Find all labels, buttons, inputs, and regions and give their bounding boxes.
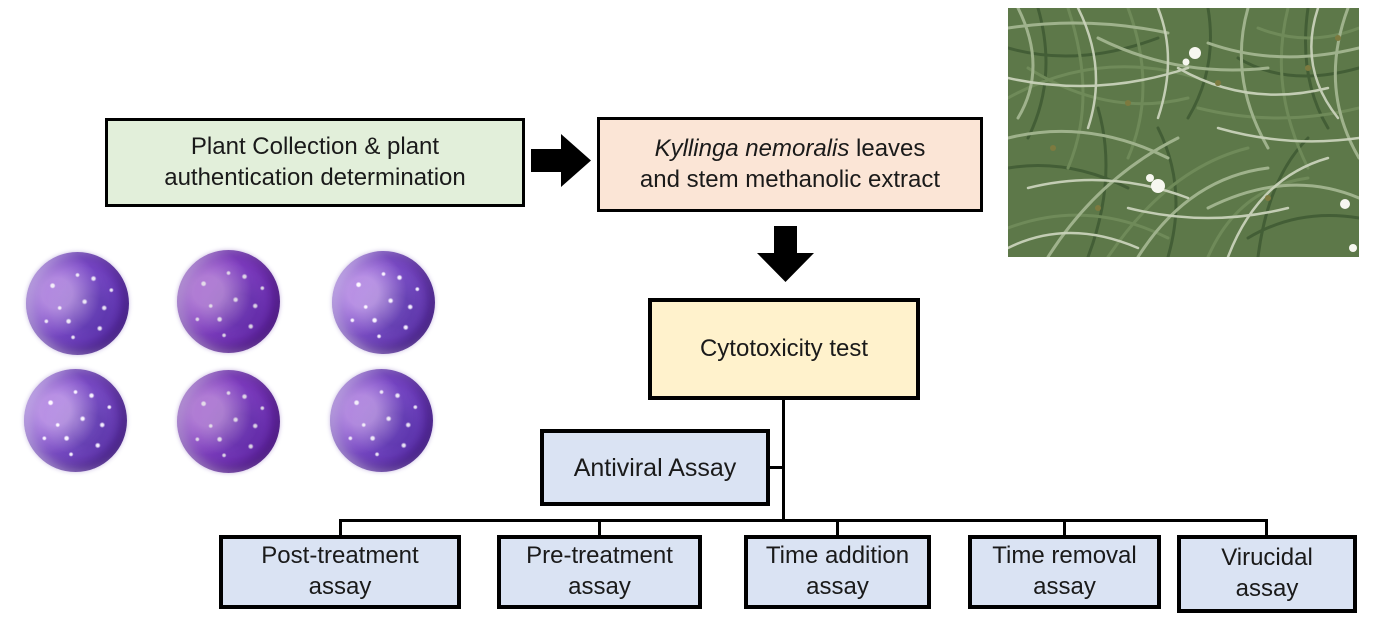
box-text-line: authentication determination xyxy=(164,163,466,191)
box-text-line: Cytotoxicity test xyxy=(699,334,869,362)
plant-photo xyxy=(1006,6,1361,259)
box-text-line: Kyllinga nemoralis leaves xyxy=(655,134,926,165)
stained-well xyxy=(177,370,280,473)
connector-stub xyxy=(1063,519,1066,535)
arrow-right-icon xyxy=(531,134,591,187)
flow-box-cytotoxicity: Cytotoxicity test xyxy=(648,298,920,400)
box-text-line: assay xyxy=(308,573,372,600)
flow-box-post-treatment: Post-treatment assay xyxy=(219,535,461,609)
flow-box-plant-collection: Plant Collection & plant authentication … xyxy=(105,118,525,207)
box-text-line: assay xyxy=(1033,573,1096,600)
connector-antiviral-stub xyxy=(769,466,784,469)
flow-box-virucidal: Virucidal assay xyxy=(1177,535,1357,613)
arrow-down-icon xyxy=(757,226,814,282)
box-text-line: assay xyxy=(1235,575,1299,602)
connector-stub xyxy=(836,519,839,535)
stained-well xyxy=(330,369,433,472)
flow-box-antiviral: Antiviral Assay xyxy=(540,429,770,506)
box-text-line: Post-treatment xyxy=(261,542,419,570)
connector-stub xyxy=(1265,519,1268,535)
box-text-line: Pre-treatment xyxy=(526,542,673,570)
box-text-line: assay xyxy=(806,573,869,600)
box-text-line: Time removal xyxy=(992,542,1137,570)
connector-vertical-main xyxy=(782,400,785,522)
stained-well xyxy=(24,369,127,472)
species-name: Kyllinga nemoralis xyxy=(654,134,850,162)
box-text-line: Virucidal xyxy=(1221,544,1313,572)
box-text-line: Time addition xyxy=(765,542,910,570)
stained-wells-photo xyxy=(0,0,470,500)
stained-well xyxy=(177,250,280,353)
box-text-line: assay xyxy=(568,573,631,600)
grass-illustration xyxy=(1006,6,1361,259)
box-text-fragment: leaves xyxy=(849,134,926,162)
box-text-line: Antiviral Assay xyxy=(573,453,737,482)
flow-box-time-addition: Time addition assay xyxy=(744,535,931,609)
white-flowers xyxy=(1146,47,1357,252)
flow-box-time-removal: Time removal assay xyxy=(968,535,1161,609)
connector-stub xyxy=(339,519,342,535)
connector-stub xyxy=(598,519,601,535)
stained-well xyxy=(26,252,129,355)
seed-heads xyxy=(1050,35,1341,211)
box-text-line: Plant Collection & plant xyxy=(190,132,440,160)
connector-horizontal xyxy=(339,519,1268,522)
flow-box-pre-treatment: Pre-treatment assay xyxy=(497,535,702,609)
box-text-line: and stem methanolic extract xyxy=(639,165,941,193)
stained-well xyxy=(332,251,435,354)
flow-box-extract: Kyllinga nemoralis leaves and stem metha… xyxy=(597,117,983,212)
